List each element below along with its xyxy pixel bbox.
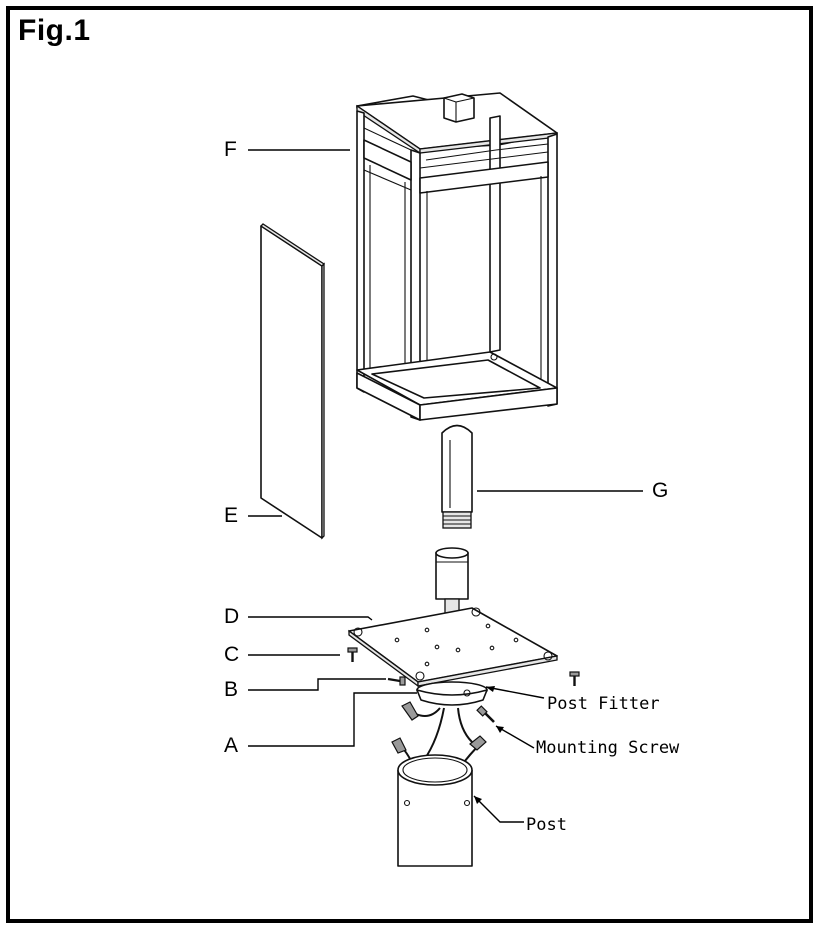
figure-title: Fig.1 <box>18 14 91 47</box>
leader-a <box>248 692 417 747</box>
screw-c-right <box>569 671 580 686</box>
arrow-post-fitter <box>486 686 495 692</box>
wire-nut-left <box>391 737 407 754</box>
glass-panel-e <box>259 223 326 540</box>
mounting-plate-d <box>348 607 558 688</box>
label-b: B <box>224 678 238 701</box>
arrow-mounting-screw <box>496 726 504 733</box>
leader-post-fitter <box>485 686 545 699</box>
label-post-fitter: Post Fitter <box>547 694 660 714</box>
wire-nut-right <box>469 735 487 751</box>
label-f: F <box>224 138 237 161</box>
post-fitter-a <box>416 681 488 706</box>
label-d: D <box>224 605 239 628</box>
arrow-post <box>474 796 482 804</box>
screw-c-left <box>347 647 358 662</box>
leader-b <box>248 678 386 691</box>
label-a: A <box>224 734 238 757</box>
leader-post <box>473 795 524 823</box>
screw-b <box>387 676 406 686</box>
label-e: E <box>224 504 238 527</box>
label-mounting-screw: Mounting Screw <box>536 738 680 758</box>
bulb-g <box>441 424 473 529</box>
post <box>397 754 473 867</box>
label-post: Post <box>526 815 567 835</box>
mounting-screw <box>476 705 495 723</box>
leader-d <box>248 616 373 621</box>
leader-mounting-screw <box>495 725 535 749</box>
label-g: G <box>652 479 668 502</box>
lantern-frame-f <box>356 92 558 421</box>
label-c: C <box>224 643 239 666</box>
wire-nut-top <box>401 701 419 721</box>
